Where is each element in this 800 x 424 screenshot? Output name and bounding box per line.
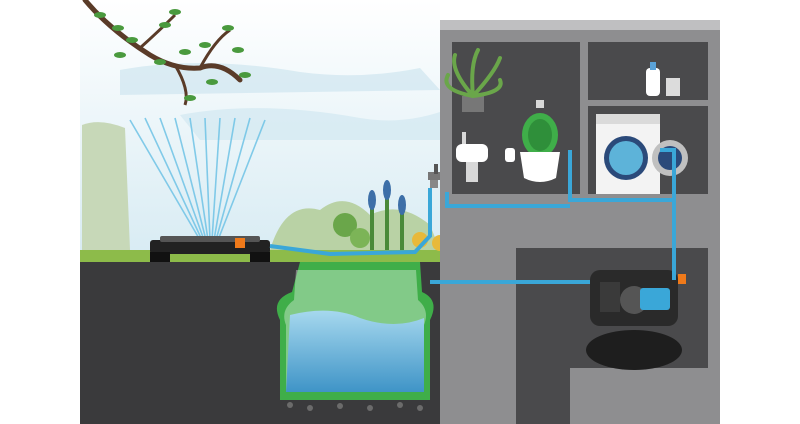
washing-machine-icon bbox=[596, 114, 688, 194]
cup-icon bbox=[666, 78, 680, 96]
house-roof-edge bbox=[440, 20, 720, 30]
tank-water bbox=[286, 310, 424, 392]
hedge bbox=[82, 122, 130, 250]
sink-icon bbox=[456, 132, 488, 182]
plant-icon bbox=[444, 48, 503, 112]
oscillating-sprinkler-icon bbox=[150, 236, 270, 262]
pressure-pump-icon bbox=[586, 270, 686, 370]
faucet-icon bbox=[428, 164, 442, 188]
bottle-icon bbox=[646, 62, 660, 96]
water-pipes bbox=[269, 148, 676, 284]
basement-step bbox=[570, 368, 708, 424]
gravel bbox=[287, 402, 423, 411]
shelf bbox=[588, 100, 708, 106]
toilet-icon bbox=[505, 100, 560, 182]
cloud bbox=[120, 62, 440, 95]
water-tank-icon bbox=[276, 262, 434, 400]
tree-branch-icon bbox=[82, 0, 251, 106]
cloud bbox=[180, 108, 440, 140]
sprinkler-spray bbox=[129, 117, 266, 241]
